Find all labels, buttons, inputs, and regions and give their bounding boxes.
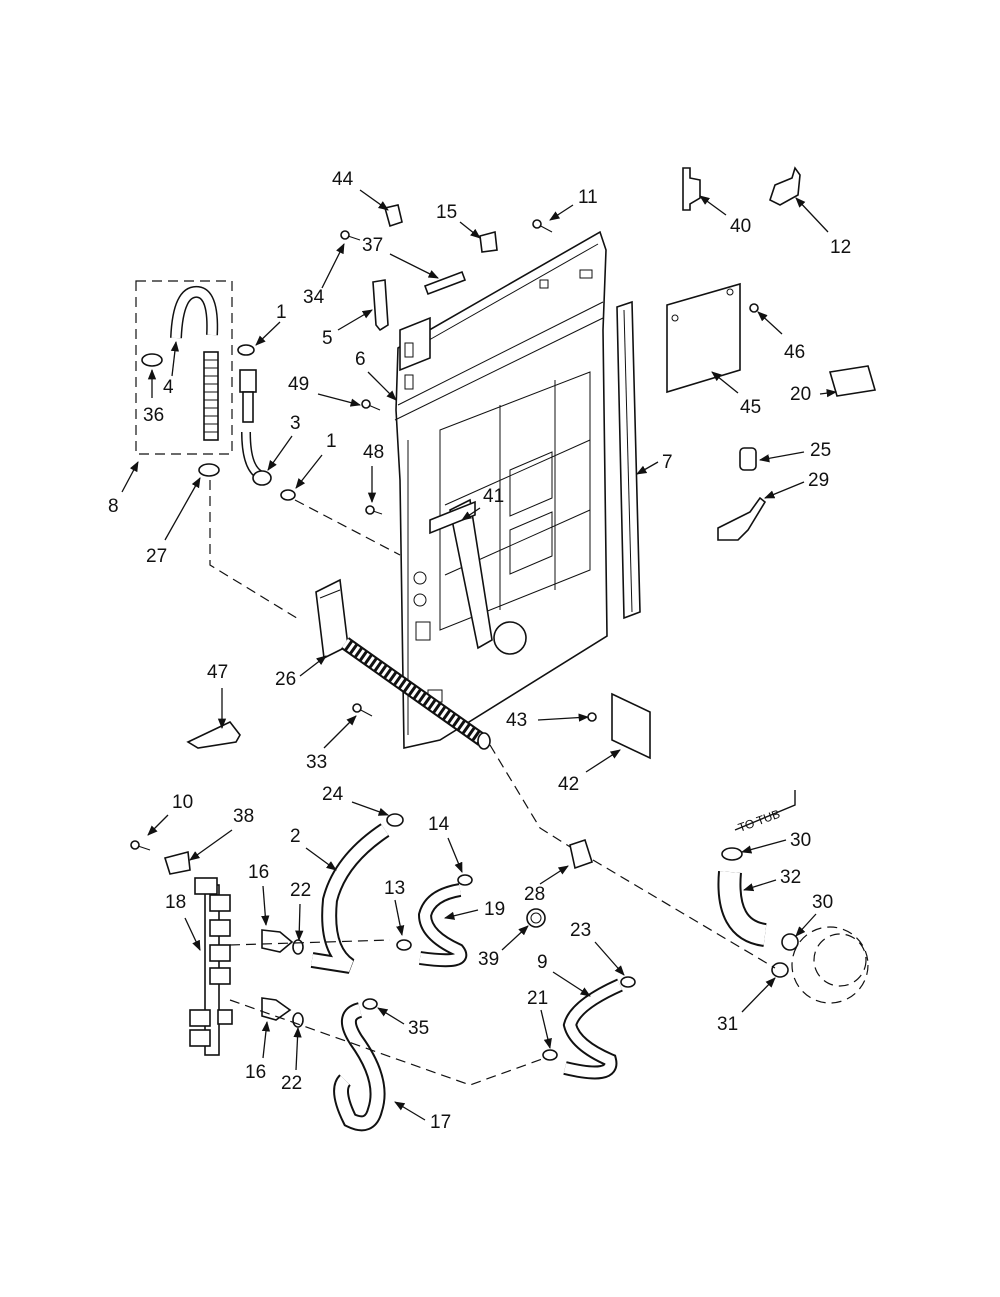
callout-46: 46 [784, 342, 805, 363]
clip-44 [384, 204, 403, 228]
callout-22b: 22 [281, 1073, 302, 1094]
callout-32: 32 [780, 867, 801, 888]
callout-42: 42 [558, 774, 579, 795]
capacitor-bracket [717, 496, 767, 541]
callout-16b: 16 [245, 1062, 266, 1083]
washer-1-top [237, 344, 255, 356]
callout-48: 48 [363, 442, 384, 463]
nozzle-16-upper [261, 929, 294, 953]
clamp-28 [569, 838, 593, 870]
hose-clamp-27 [198, 463, 220, 477]
callout-24: 24 [322, 784, 344, 805]
callout-31: 31 [717, 1014, 738, 1035]
callout-29: 29 [808, 470, 829, 491]
callout-4: 4 [163, 377, 174, 398]
callout-23: 23 [570, 920, 591, 941]
bracket-small [682, 167, 701, 211]
capacitor [739, 447, 757, 471]
callout-9: 9 [537, 952, 548, 973]
small-access-cover [611, 692, 651, 760]
hose-2 [310, 823, 390, 974]
callout-18: 18 [165, 892, 186, 913]
callout-11: 11 [578, 187, 598, 208]
pump-dashed [791, 926, 869, 1004]
callout-36: 36 [143, 405, 164, 426]
callout-44: 44 [332, 169, 354, 190]
callout-16a: 16 [248, 862, 269, 883]
callout-12: 12 [830, 237, 851, 258]
callout-labels: 1 1 2 3 4 5 6 7 8 9 10 11 12 [108, 169, 851, 1133]
callout-19: 19 [484, 899, 505, 920]
callout-8: 8 [108, 496, 119, 517]
callout-20: 20 [790, 384, 811, 405]
inlet-hose-corrugated [203, 351, 219, 441]
drain-hose-corrugated [340, 637, 487, 746]
callout-22a: 22 [290, 880, 311, 901]
callout-5: 5 [322, 328, 333, 349]
callout-6: 6 [355, 349, 366, 370]
callout-10: 10 [172, 792, 193, 813]
callout-17: 17 [430, 1112, 451, 1133]
callout-27: 27 [146, 546, 167, 567]
callout-7: 7 [662, 452, 673, 473]
hose-9 [562, 978, 623, 1080]
nozzle-16-lower [261, 997, 292, 1021]
hose-clip [186, 720, 241, 749]
callout-39: 39 [478, 949, 499, 970]
callout-30a: 30 [790, 830, 811, 851]
callout-38: 38 [233, 806, 254, 827]
inlet-hose-bent [170, 286, 219, 339]
screws [130, 219, 759, 851]
callout-30b: 30 [812, 892, 833, 913]
cabinet-rear-panel [394, 230, 608, 749]
label-sticker [828, 365, 877, 397]
rear-access-cover [666, 282, 741, 394]
callout-2: 2 [290, 826, 301, 847]
callout-1b: 1 [326, 431, 337, 452]
callout-41: 41 [483, 486, 504, 507]
callout-15: 15 [436, 202, 457, 223]
callout-49: 49 [288, 374, 309, 395]
callout-35: 35 [408, 1018, 429, 1039]
washer-1-bottom [280, 489, 296, 501]
callout-43: 43 [506, 710, 527, 731]
hose-19 [417, 883, 468, 968]
tub-hose-32 [717, 870, 768, 947]
callout-40: 40 [730, 216, 751, 237]
strip-37 [423, 270, 467, 296]
inlet-hose-kit-boundary [135, 280, 233, 455]
callout-34: 34 [303, 287, 325, 308]
inlet-hose-fitting [239, 369, 265, 481]
callout-33: 33 [306, 752, 327, 773]
callout-26: 26 [275, 669, 296, 690]
callout-3: 3 [290, 413, 301, 434]
callout-13: 13 [384, 878, 405, 899]
clamp-3 [252, 470, 272, 486]
washer-39 [526, 908, 546, 928]
side-trim-strip [616, 300, 641, 620]
callout-37: 37 [362, 235, 383, 256]
callout-25: 25 [810, 440, 831, 461]
clip-15 [479, 230, 498, 253]
water-valve-assembly [189, 877, 233, 1056]
callout-21: 21 [527, 988, 548, 1009]
strap-5 [372, 279, 389, 332]
callout-14: 14 [428, 814, 450, 835]
callout-28: 28 [524, 884, 545, 905]
callout-47: 47 [207, 662, 228, 683]
annotation-to-tub: TO TUB [736, 807, 782, 835]
hose-17 [333, 1002, 386, 1132]
bracket-wide [769, 166, 801, 206]
valve-bracket-38 [163, 850, 191, 875]
hose-clamp-36 [141, 353, 163, 367]
callout-1a: 1 [276, 302, 287, 323]
callout-45: 45 [740, 397, 761, 418]
